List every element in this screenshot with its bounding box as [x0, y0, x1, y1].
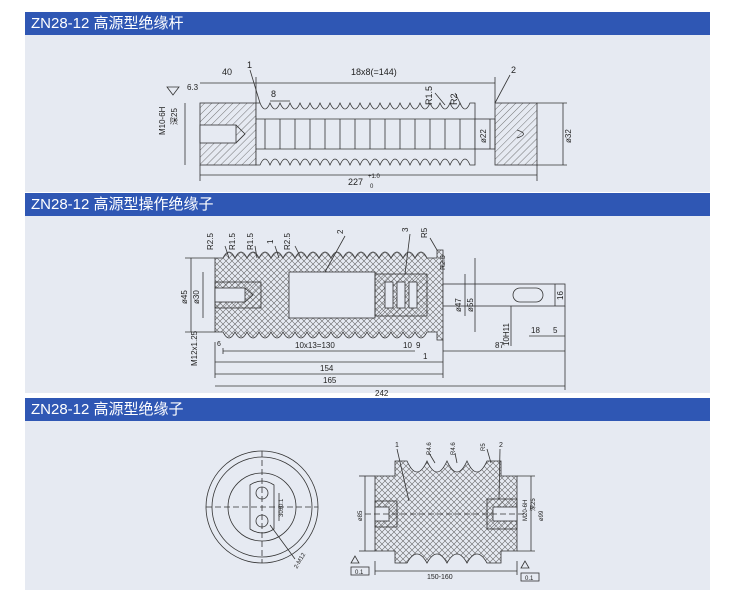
dim-150-160: 150-160: [427, 574, 453, 581]
insulating-rod-drawing: 40 18x8(=144) 1 2 8 R1.5 R2 M10-6H 深25 6…: [158, 60, 573, 190]
dim-10: 10: [403, 341, 412, 350]
dim-8: 8: [271, 89, 276, 99]
dim-227: 227: [348, 177, 363, 187]
section-header: ZN28-12 高源型绝缘杆: [25, 12, 710, 35]
radius-r1-5-a: R1.5: [228, 233, 237, 250]
tolerance-right: 0.1: [525, 576, 534, 582]
dim-9: 9: [416, 341, 421, 350]
section-header: ZN28-12 高源型绝缘子: [25, 398, 710, 421]
dim-242: 242: [375, 389, 389, 398]
thread-m12: M12x1.25: [190, 330, 199, 366]
tolerance-left: 0.1: [355, 570, 364, 576]
diameter-32: ø32: [564, 129, 573, 143]
rod-corrugated-body: [255, 101, 476, 167]
radius-r5: R5: [420, 227, 429, 238]
fit-10h11: 10H11: [502, 322, 511, 346]
part-2-label: 2: [336, 229, 345, 234]
section-header: ZN28-12 高源型操作绝缘子: [25, 193, 710, 216]
thread-m10: M10-6H: [158, 106, 167, 135]
rod-thread-hole: [199, 124, 237, 144]
part-2-label: 2: [499, 442, 503, 449]
section-title: ZN28-12 高源型绝缘杆: [31, 15, 184, 32]
depth-25: 深25: [170, 108, 179, 125]
dim-87: 87: [495, 341, 504, 350]
radius-r1-5: R1.5: [424, 86, 434, 105]
dim-10x13: 10x13=130: [295, 341, 335, 350]
section-title: ZN28-12 高源型操作绝缘子: [31, 196, 214, 213]
section-title: ZN28-12 高源型绝缘子: [31, 401, 184, 418]
part-3-label: 3: [401, 227, 410, 232]
radius-r2-5-c: R2.5: [440, 255, 447, 270]
diameter-47: ø47: [454, 298, 463, 312]
tolerance-lower: 0: [370, 184, 374, 190]
diameter-55: ø55: [466, 298, 475, 312]
dim-154: 154: [320, 364, 334, 373]
depth-25: 深25: [529, 498, 537, 511]
dim-165: 165: [323, 376, 337, 385]
tolerance-box-left: [350, 566, 370, 576]
diameter-22: ø22: [479, 129, 488, 143]
section-insulating-rod: ZN28-12 高源型绝缘杆: [25, 12, 710, 192]
tolerance-box-right: [520, 572, 540, 582]
tolerance-upper: +1.0: [368, 174, 381, 180]
part-1-label: 1: [266, 239, 275, 244]
dim-18: 18: [531, 326, 540, 335]
radius-r2: R2: [449, 93, 459, 105]
radius-r1-5-b: R1.5: [246, 233, 255, 250]
radius-r5: R5: [481, 443, 487, 451]
part-1-label: 1: [395, 442, 399, 449]
section-insulator: ZN28-12 高源型绝缘子: [25, 398, 710, 590]
dim-40: 40: [222, 67, 232, 77]
diameter-30: ø30: [192, 290, 201, 304]
dim-6: 6: [217, 341, 221, 348]
thread-m20: M20-6H: [523, 500, 529, 521]
diameter-99: ø99: [539, 510, 545, 521]
dim-16: 16: [556, 291, 565, 300]
radius-r4-6-b: R4.6: [451, 442, 457, 455]
roughness-6-3: 6.3: [187, 83, 199, 92]
part-2-label: 2: [511, 65, 516, 75]
insulator-drawing: 30±0.1 2-M12 1 R4.6 R4.6 R5 2 ø85 M20-6H…: [205, 442, 545, 582]
shaft-slot: [512, 287, 544, 303]
dim-1: 1: [423, 352, 428, 361]
radius-r2-5-a: R2.5: [206, 233, 215, 250]
radius-r4-6-a: R4.6: [427, 442, 433, 455]
diameter-85: ø85: [358, 510, 364, 521]
section-operating-insulator: ZN28-12 高源型操作绝缘子: [25, 193, 710, 398]
dim-5: 5: [553, 326, 558, 335]
insulator-mid-core: [288, 271, 376, 319]
thread-2-m12: 2-M12: [294, 552, 308, 570]
dim-18x8: 18x8(=144): [351, 67, 397, 77]
diameter-45: ø45: [180, 290, 189, 304]
radius-r2-5-b: R2.5: [283, 233, 292, 250]
operating-insulator-drawing: R2.5 R1.5 R1.5 1 R2.5 2 3 R5 R2.5 ø45 ø3…: [180, 227, 566, 398]
part-1-label: 1: [247, 60, 252, 70]
rod-right-end: [494, 102, 538, 166]
dim-30: 30±0.1: [279, 498, 285, 517]
